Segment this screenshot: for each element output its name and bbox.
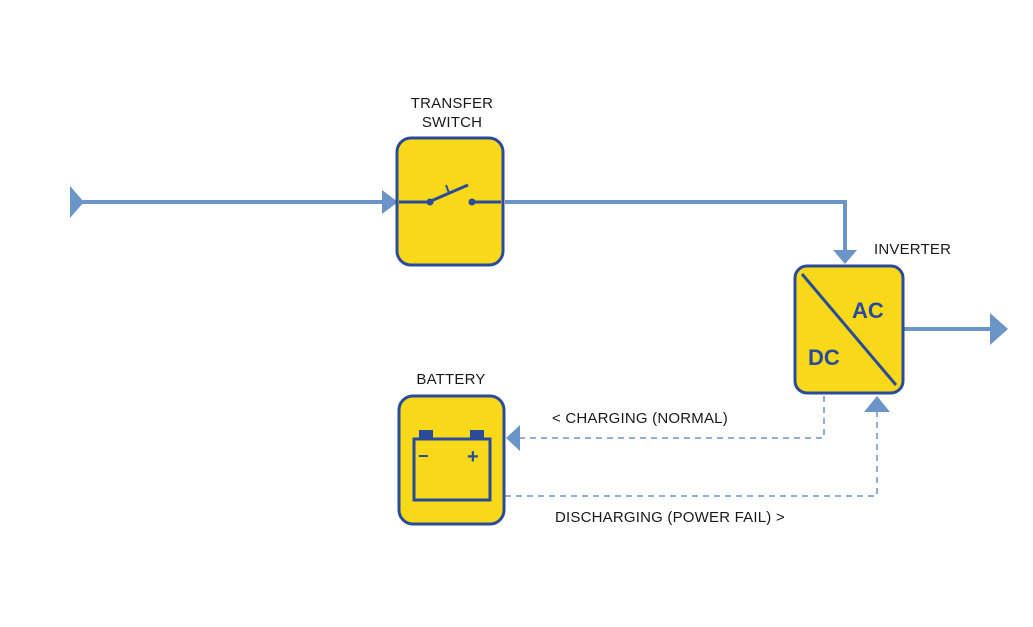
transfer-switch-label: TRANSFER SWITCH	[390, 94, 514, 132]
inverter-diagonal	[800, 273, 898, 386]
charging-arrow	[506, 425, 520, 451]
switch-icon	[399, 183, 501, 206]
battery-box: − +	[397, 394, 506, 526]
transfer-switch-label-line1: TRANSFER	[410, 95, 494, 112]
inverter-label: INVERTER	[874, 241, 952, 258]
charging-label: < CHARGING (NORMAL)	[552, 410, 728, 427]
switch-to-inverter-line	[505, 200, 847, 254]
input-start-arrow	[70, 186, 84, 218]
charging-line	[518, 396, 825, 439]
transfer-switch-label-line2: SWITCH	[421, 114, 483, 131]
output-arrow	[990, 313, 1008, 345]
battery-plus-icon: +	[467, 446, 479, 468]
inverter-box: AC DC	[793, 264, 905, 395]
battery-icon: − +	[412, 430, 492, 502]
battery-label: BATTERY	[416, 371, 486, 388]
inverter-dc-text: DC	[808, 345, 840, 370]
discharging-label: DISCHARGING (POWER FAIL) >	[555, 509, 785, 526]
discharging-line	[505, 412, 878, 497]
transfer-switch-box	[395, 136, 505, 267]
battery-minus-icon: −	[418, 446, 429, 466]
inverter-ac-text: AC	[852, 298, 884, 323]
discharging-arrow	[864, 396, 890, 412]
switch-input-arrow	[382, 190, 398, 214]
inverter-input-arrow	[833, 250, 857, 264]
